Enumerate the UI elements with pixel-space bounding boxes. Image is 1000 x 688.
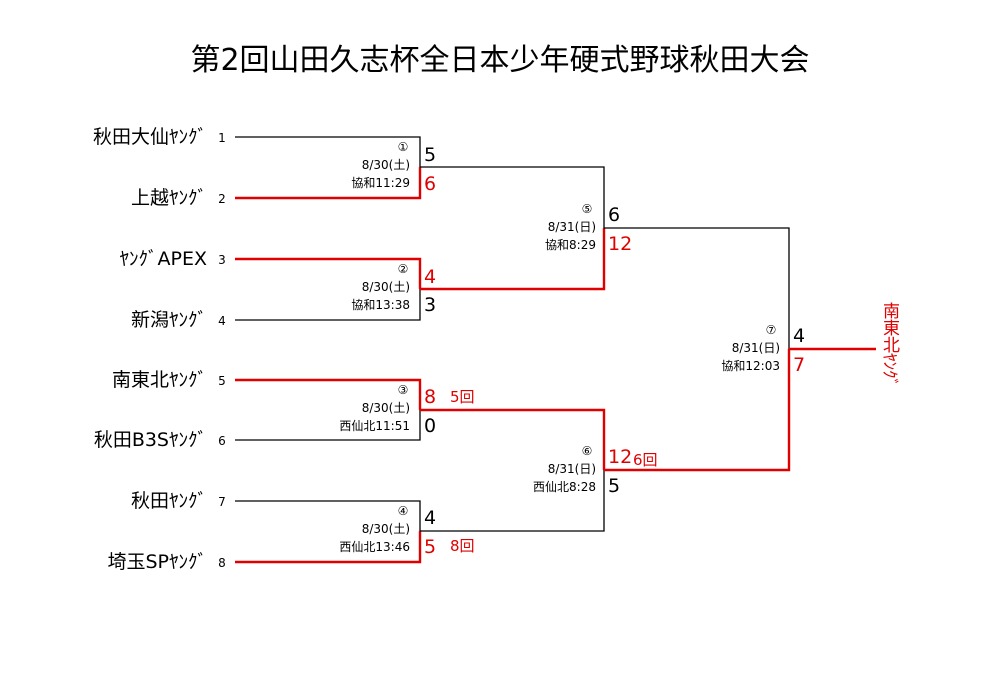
game-number: ②: [398, 262, 409, 276]
team-name-4: 新潟ﾔﾝｸﾞ: [131, 309, 207, 331]
game-4-top-line: [235, 500, 421, 531]
game-5-bottom-line: [420, 228, 606, 291]
bottom-score: 7: [793, 354, 805, 376]
bracket-lines: [235, 136, 876, 564]
team-seed-8: 8: [218, 556, 226, 570]
game-2: ② 8/30(土) 協和13:38 4 3: [351, 262, 436, 316]
game-2-bottom-line: [235, 289, 421, 321]
top-score: 5: [424, 144, 436, 166]
team-seed-2: 2: [218, 192, 226, 206]
bottom-score: 0: [424, 415, 436, 437]
game-date: 8/30(土): [362, 401, 410, 415]
game-number: ⑥: [582, 444, 593, 458]
bottom-score: 12: [608, 233, 632, 255]
game-4: ④ 8/30(土) 西仙北13:46 4 5 8回: [339, 504, 474, 558]
game-number: ③: [398, 383, 409, 397]
team-name-3: ﾔﾝｸﾞAPEX: [120, 248, 207, 270]
bottom-score: 5: [424, 536, 436, 558]
top-score: 12: [608, 446, 632, 468]
top-score: 4: [424, 266, 436, 288]
game-number: ①: [398, 140, 409, 154]
team-seed-1: 1: [218, 131, 226, 145]
bottom-score: 5: [608, 475, 620, 497]
team-name-2: 上越ﾔﾝｸﾞ: [131, 187, 207, 209]
team-name-5: 南東北ﾔﾝｸﾞ: [112, 369, 207, 391]
top-score: 4: [424, 507, 436, 529]
game-date: 8/30(土): [362, 280, 410, 294]
team-name-1: 秋田大仙ﾔﾝｸﾞ: [93, 126, 207, 148]
game-1: ① 8/30(土) 協和11:29 5 6: [351, 140, 436, 195]
game-2-top-line: [235, 257, 422, 289]
game-3-top-line: [235, 378, 422, 410]
game-7-bottom-line: [604, 349, 791, 472]
game-venue-time: 西仙北8:28: [533, 480, 596, 494]
game-venue-time: 西仙北11:51: [339, 419, 410, 433]
game-venue-time: 協和8:29: [545, 237, 596, 252]
game-6-top-line: [420, 408, 606, 470]
top-score: 6: [608, 204, 620, 226]
team-seed-4: 4: [218, 314, 226, 328]
game-5: ⑤ 8/31(日) 協和8:29 6 12: [545, 202, 632, 255]
champion-name: 南東北ﾔﾝｸﾞ: [879, 302, 900, 387]
game-6-bottom-line: [420, 470, 605, 532]
game-venue-time: 西仙北13:46: [339, 540, 410, 554]
top-score: 4: [793, 325, 805, 347]
game-venue-time: 協和11:29: [351, 175, 410, 190]
game-number: ④: [398, 504, 409, 518]
bottom-score: 6: [424, 173, 436, 195]
game-date: 8/30(土): [362, 158, 410, 172]
game-venue-time: 協和12:03: [721, 358, 780, 373]
game-3: ③ 8/30(土) 西仙北11:51 8 0 5回: [339, 383, 474, 437]
team-seed-6: 6: [218, 434, 226, 448]
team-name-8: 埼玉SPﾔﾝｸﾞ: [107, 551, 207, 573]
team-seed-7: 7: [218, 495, 226, 509]
game-venue-time: 協和13:38: [351, 297, 410, 312]
game-5-top-line: [420, 166, 605, 228]
game-7-top-line: [604, 227, 790, 349]
game-date: 8/31(日): [732, 341, 780, 355]
game-7: ⑦ 8/31(日) 協和12:03 4 7: [721, 323, 805, 376]
game-3-bottom-line: [235, 410, 421, 441]
team-seed-5: 5: [218, 374, 226, 388]
innings-note: 8回: [450, 537, 475, 555]
game-1-top-line: [235, 136, 421, 167]
game-date: 8/30(土): [362, 522, 410, 536]
innings-note: 6回: [633, 451, 658, 469]
game-date: 8/31(日): [548, 220, 596, 234]
game-6: ⑥ 8/31(日) 西仙北8:28 12 5 6回: [533, 444, 658, 497]
game-4-bottom-line: [235, 531, 422, 564]
top-score: 8: [424, 386, 436, 408]
innings-note: 5回: [450, 388, 475, 406]
bottom-score: 3: [424, 294, 436, 316]
team-list: 秋田大仙ﾔﾝｸﾞ 1 上越ﾔﾝｸﾞ 2 ﾔﾝｸﾞAPEX 3 新潟ﾔﾝｸﾞ 4 …: [93, 126, 226, 573]
page-title: 第2回山田久志杯全日本少年硬式野球秋田大会: [190, 43, 809, 78]
game-number: ⑤: [582, 202, 593, 216]
team-name-6: 秋田B3Sﾔﾝｸﾞ: [94, 429, 207, 451]
game-date: 8/31(日): [548, 462, 596, 476]
team-seed-3: 3: [218, 253, 226, 267]
game-1-bottom-line: [235, 167, 422, 200]
game-number: ⑦: [766, 323, 777, 337]
team-name-7: 秋田ﾔﾝｸﾞ: [131, 490, 207, 512]
